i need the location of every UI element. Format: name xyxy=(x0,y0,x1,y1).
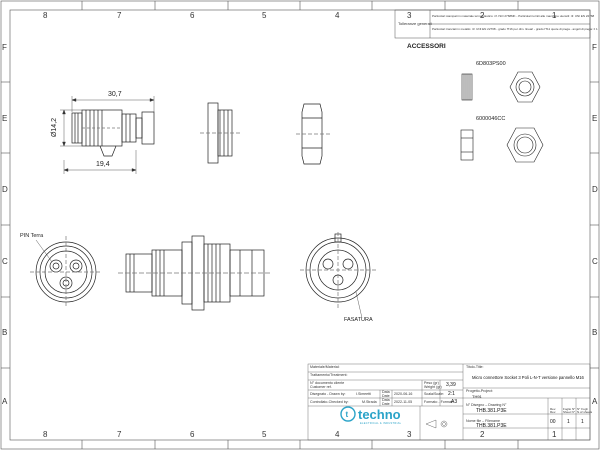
file-value: THB.381.P3E xyxy=(476,423,507,429)
foglio-value: 1 xyxy=(567,419,570,425)
tolerance-note-2: Particolari tranciati in metallo: rif. U… xyxy=(432,27,598,31)
column-label-6: 6 xyxy=(190,11,195,20)
accessory-code-1: 6D803PS00 xyxy=(476,61,506,67)
data2-value: 2022-11-05 xyxy=(394,400,413,404)
techno-logo-text: techno xyxy=(358,407,401,422)
tolerance-label: Tolleranze generali xyxy=(398,21,432,26)
nfogli-value: 1 xyxy=(581,419,584,425)
column-label-7: 7 xyxy=(117,11,122,20)
controllato-label: Controllato-Checked by: xyxy=(310,400,349,404)
column-label-5-bottom: 5 xyxy=(262,430,267,439)
formato-label: Formato - Format: xyxy=(424,400,453,404)
titolo-value: Micro connettore Socket 3 Poli L-N-T ver… xyxy=(472,375,584,380)
column-label-8-bottom: 8 xyxy=(43,430,48,439)
hex-nut-side xyxy=(296,103,330,165)
section-title-accessori: ACCESSORI xyxy=(407,43,446,50)
techno-logo-tagline: ELECTRICAL & INDUSTRIAL xyxy=(360,422,402,425)
disegnato-value: I.Simeetti xyxy=(356,392,371,396)
rev-value: 00 xyxy=(550,419,556,425)
disegnato-label: Disegnato - Drawn by: xyxy=(310,392,346,396)
tolerance-note-1: Particolari stampati in materiale termop… xyxy=(432,14,595,18)
data1-value: 2020-06-16 xyxy=(394,392,413,396)
accessory-1-drawing xyxy=(461,71,541,103)
row-label-a: A xyxy=(2,397,8,406)
dimension-overall-length: 30,7 xyxy=(108,91,122,98)
peso-label: Peso (gr) Weight (gr) xyxy=(424,381,442,389)
controllato-value: M.Strada xyxy=(362,400,377,404)
front-face-view xyxy=(30,236,102,308)
tolerance-box xyxy=(394,9,591,39)
doc-cliente-label: N° documento cliente Customer ref. xyxy=(310,381,345,389)
row-label-e-right: E xyxy=(592,114,598,123)
data2-label: Data Date xyxy=(382,398,390,406)
assembly-side-view xyxy=(118,235,272,311)
rear-face-view xyxy=(300,232,376,319)
row-label-d-right: D xyxy=(592,185,598,194)
column-label-8: 8 xyxy=(43,11,48,20)
foglio-label: Foglio N° Sheet N° xyxy=(563,407,576,414)
panel-flange-side xyxy=(200,102,240,164)
materiale-label: Materiale/Material: xyxy=(310,365,340,369)
column-label-3: 3 xyxy=(407,11,412,20)
titolo-label: Titolo-Title: xyxy=(466,365,484,369)
column-label-7-bottom: 7 xyxy=(117,430,122,439)
row-label-c-right: C xyxy=(592,257,598,266)
accessory-code-2: 6000046CC xyxy=(476,116,506,122)
title-block xyxy=(307,363,591,441)
row-label-f-right: F xyxy=(592,43,597,52)
svg-text:t: t xyxy=(346,410,349,419)
disegno-label: N° Disegno – Drawing N° xyxy=(466,403,507,407)
progetto-label: Progetto-Project: xyxy=(466,389,493,393)
column-label-2: 2 xyxy=(480,11,485,20)
data1-label: Data Date xyxy=(382,390,390,398)
row-label-b-right: B xyxy=(592,328,598,337)
column-label-1-bottom: 1 xyxy=(552,430,557,439)
progetto-value: TH91 xyxy=(472,394,482,399)
rev-label: Rev. Rev. xyxy=(550,407,556,414)
column-label-1: 1 xyxy=(552,11,557,20)
peso-value: 3,39 xyxy=(446,382,456,388)
techno-logo-mark: t xyxy=(340,406,356,422)
dimension-body-length: 19,4 xyxy=(96,161,110,168)
column-label-5: 5 xyxy=(262,11,267,20)
column-label-2-bottom: 2 xyxy=(480,430,485,439)
accessory-2-drawing xyxy=(460,127,544,163)
scala-label: Scala/Scale: xyxy=(424,392,444,396)
row-label-e: E xyxy=(2,114,8,123)
column-label-3-bottom: 3 xyxy=(407,430,412,439)
row-label-a-right: A xyxy=(592,397,598,406)
trattamento-label: Trattamento/Treatment: xyxy=(310,373,348,377)
column-label-4: 4 xyxy=(335,11,340,20)
callout-fasatura: FASATURA xyxy=(344,317,373,323)
row-label-c: C xyxy=(2,257,8,266)
row-label-f: F xyxy=(2,43,7,52)
row-label-d: D xyxy=(2,185,8,194)
dimension-diameter: Ø14,2 xyxy=(51,117,59,138)
column-label-6-bottom: 6 xyxy=(190,430,195,439)
callout-pin-terra: PIN Terra xyxy=(20,233,44,239)
projection-symbol xyxy=(425,419,448,429)
column-label-4-bottom: 4 xyxy=(335,430,340,439)
formato-value: A3 xyxy=(451,399,458,405)
side-view-connector xyxy=(71,109,155,157)
row-label-b: B xyxy=(2,328,8,337)
nfogli-label: N° Fogli N.of sheets xyxy=(577,407,593,414)
disegno-value: THB.381.P3E xyxy=(476,408,507,414)
scala-value: 2:1 xyxy=(448,391,455,397)
file-label: Nome file – Filename xyxy=(466,419,500,423)
dimension-lines xyxy=(60,96,155,174)
